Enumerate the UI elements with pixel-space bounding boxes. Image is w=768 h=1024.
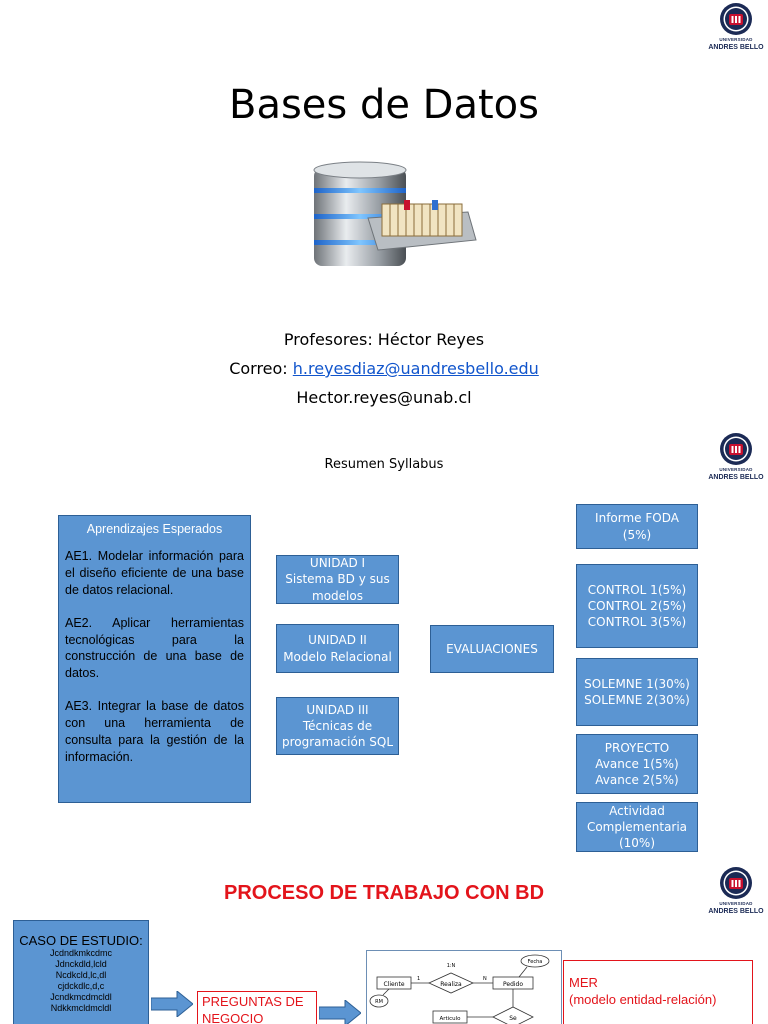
case-study-line: Jcndkmcdmcldl [50, 992, 112, 1002]
learning-outcome-item: AE2. Aplicar herramientas tecnológicas p… [65, 615, 244, 681]
er-diagram-thumbnail: Cliente Realiza Pedido Fecha RM Se Artic… [366, 950, 562, 1024]
unit-3-box: UNIDAD III Técnicas de programación SQL [276, 697, 399, 755]
email-line: Correo: h.reyesdiaz@uandresbello.edu [229, 359, 539, 378]
learning-outcomes-header: Aprendizajes Esperados [86, 522, 223, 536]
business-questions-box: PREGUNTAS DE NEGOCIO [197, 991, 317, 1024]
er-label: 1:N [447, 963, 456, 969]
university-seal-icon [720, 433, 752, 465]
er-label: Fecha [528, 959, 543, 965]
eval-controls-box: CONTROL 1(5%) CONTROL 2(5%) CONTROL 3(5%… [576, 564, 698, 648]
er-label: Cliente [383, 981, 404, 988]
case-study-box: CASO DE ESTUDIO: Jcdndkmkcdmc Jdnckdld,l… [13, 920, 149, 1024]
er-label: Realiza [440, 981, 462, 988]
eval-activity-box: Actividad Complementaria (10%) [576, 802, 698, 852]
case-study-line: Jdnckdld,lcld [55, 959, 107, 969]
learning-outcome-item: AE1. Modelar información para el diseño … [65, 549, 244, 597]
unit-2-box: UNIDAD II Modelo Relacional [276, 624, 399, 673]
learning-outcome-item: AE3. Integrar la base de datos con una h… [65, 699, 244, 764]
learning-outcomes-box: Aprendizajes Esperados AE1. Modelar info… [58, 515, 251, 803]
er-label: RM [375, 999, 383, 1005]
er-label: Pedido [503, 981, 523, 988]
presentation-title: Bases de Datos [229, 82, 539, 128]
arrow-right-icon [151, 991, 193, 1017]
slide-syllabus: UNIVERSIDAD ANDRES BELLO Resumen Syllabu… [0, 420, 768, 860]
process-title: PROCESO DE TRABAJO CON BD [223, 882, 545, 904]
database-server-icon [313, 161, 477, 266]
er-label: 1 [417, 976, 420, 982]
mer-box: MER (modelo entidad-relación) [563, 960, 753, 1024]
university-logo: UNIVERSIDAD ANDRES BELLO [706, 2, 766, 58]
email-link[interactable]: h.reyesdiaz@uandresbello.edu [292, 359, 539, 378]
case-study-line: Ndkkmcldmcldl [50, 1003, 112, 1013]
case-study-line: Jcdndkmkcdmc [49, 948, 112, 958]
evaluations-box: EVALUACIONES [430, 625, 554, 673]
slide-title: UNIVERSIDAD ANDRES BELLO Bases de Datos [0, 0, 768, 420]
university-seal-icon [720, 3, 752, 35]
professors-line: Profesores: Héctor Reyes [283, 330, 485, 349]
case-study-line: cjdckdlc,d,c [57, 981, 105, 991]
university-seal-icon [720, 867, 752, 899]
er-label: Se [509, 1015, 517, 1022]
arrow-right-icon [319, 1000, 361, 1024]
syllabus-title: Resumen Syllabus [324, 457, 444, 472]
university-logo: UNIVERSIDAD ANDRES BELLO [706, 432, 766, 488]
unit-1-box: UNIDAD I Sistema BD y sus modelos [276, 555, 399, 604]
university-logo: UNIVERSIDAD ANDRES BELLO [706, 866, 766, 922]
case-study-header: CASO DE ESTUDIO: [19, 933, 143, 948]
eval-project-box: PROYECTO Avance 1(5%) Avance 2(5%) [576, 734, 698, 794]
email-secondary: Hector.reyes@unab.cl [296, 388, 472, 407]
eval-solemnes-box: SOLEMNE 1(30%) SOLEMNE 2(30%) [576, 658, 698, 726]
slide-process: UNIVERSIDAD ANDRES BELLO PROCESO DE TRAB… [0, 860, 768, 1024]
er-label: Articulo [439, 1016, 461, 1022]
er-label: N [483, 976, 487, 982]
eval-foda-box: Informe FODA (5%) [576, 504, 698, 549]
case-study-line: Ncdkcld,lc,dl [55, 970, 107, 980]
